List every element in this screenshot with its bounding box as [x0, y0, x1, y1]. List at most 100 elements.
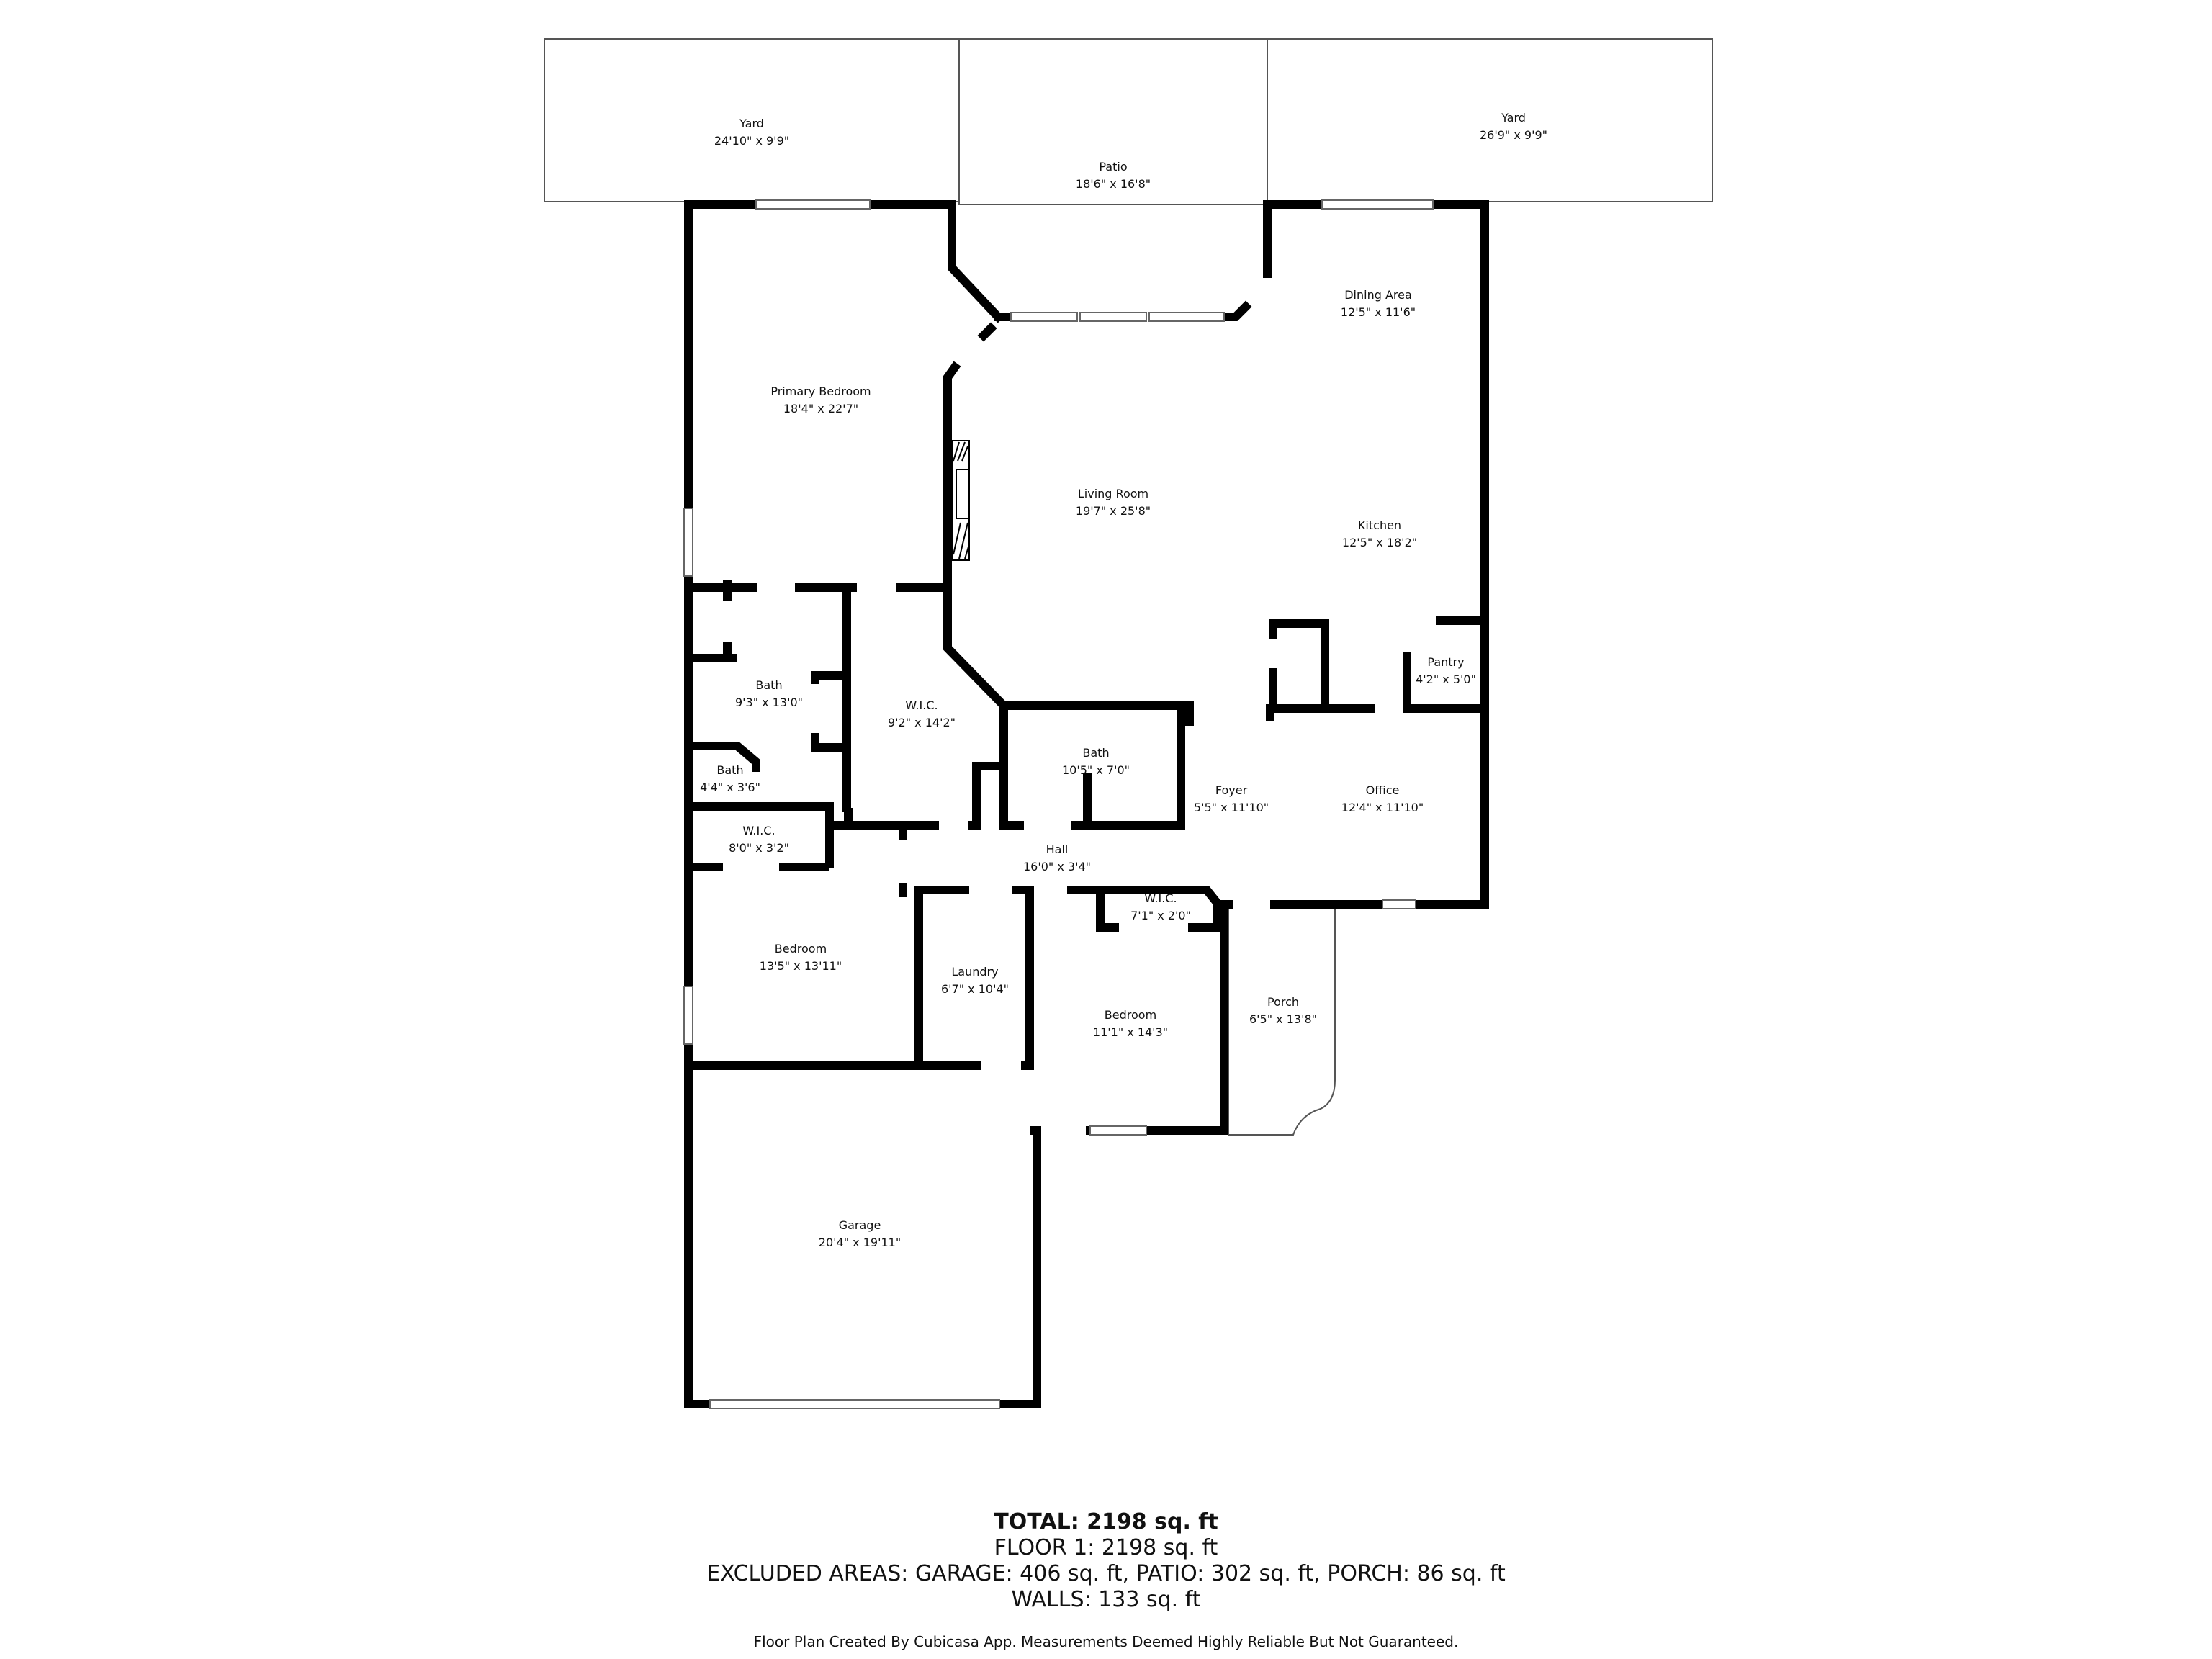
room-dimensions: 18'4" x 22'7" — [783, 402, 859, 415]
room-label-yard-east: Yard 26'9" x 9'9" — [1480, 109, 1547, 144]
room-label-bedroom-west: Bedroom 13'5" x 13'11" — [760, 940, 842, 975]
room-label-hall-bath: Bath 10'5" x 7'0" — [1062, 745, 1130, 779]
wall-bath-wic — [842, 583, 853, 824]
window-office — [1382, 899, 1416, 909]
room-label-primary-bath: Bath 9'3" x 13'0" — [735, 677, 803, 711]
fireplace-hatch — [953, 441, 970, 559]
room-dimensions: 26'9" x 9'9" — [1479, 128, 1548, 142]
room-name: Garage — [838, 1218, 881, 1232]
room-label-living-room: Living Room 19'7" x 25'8" — [1076, 485, 1151, 520]
room-dimensions: 6'5" x 13'8" — [1249, 1012, 1318, 1026]
room-dimensions: 24'10" x 9'9" — [714, 134, 790, 148]
room-label-patio: Patio 18'6" x 16'8" — [1076, 158, 1151, 193]
wall-bay-left-diag — [943, 322, 1010, 712]
room-name: Living Room — [1077, 487, 1149, 500]
window-bedroom-east — [1089, 1125, 1147, 1136]
walls-area: WALLS: 133 sq. ft — [1011, 1587, 1201, 1612]
wall-bath-inner — [684, 580, 737, 662]
room-dimensions: 16'0" x 3'4" — [1022, 860, 1092, 873]
room-name: Dining Area — [1344, 288, 1412, 302]
room-name: Primary Bedroom — [770, 385, 871, 398]
room-dimensions: 10'5" x 7'0" — [1061, 763, 1130, 777]
room-dimensions: 12'4" x 11'10" — [1341, 801, 1424, 814]
total-area: TOTAL: 2198 sq. ft — [994, 1509, 1218, 1534]
wall-wic-bedroom — [1096, 889, 1221, 932]
room-label-wic-bedroom: W.I.C. 7'1" x 2'0" — [1130, 890, 1191, 925]
room-dimensions: 7'1" x 2'0" — [1130, 909, 1191, 922]
room-dimensions: 12'5" x 18'2" — [1341, 536, 1418, 549]
room-name: Foyer — [1215, 783, 1248, 797]
wall-bay — [994, 300, 1252, 321]
room-name: Bedroom — [774, 942, 827, 956]
fireplace — [951, 440, 970, 561]
wall-laundry — [684, 886, 1034, 1070]
room-dimensions: 12'5" x 11'6" — [1340, 305, 1416, 319]
room-name: Yard — [739, 117, 764, 130]
room-name: Office — [1365, 783, 1400, 797]
window-bay-1 — [1010, 312, 1078, 322]
room-label-porch: Porch 6'5" x 13'8" — [1249, 994, 1317, 1028]
room-dimensions: 6'7" x 10'4" — [940, 982, 1010, 996]
wall-small-bath — [684, 742, 760, 772]
room-name: W.I.C. — [1144, 891, 1177, 905]
yard-east-outline — [1267, 38, 1713, 202]
window-primary-west — [683, 508, 693, 577]
room-label-small-bath: Bath 4'4" x 3'6" — [700, 762, 760, 796]
room-dimensions: 18'6" x 16'8" — [1075, 177, 1151, 191]
room-dimensions: 9'2" x 14'2" — [887, 716, 956, 729]
room-dimensions: 5'5" x 11'10" — [1193, 801, 1269, 814]
fireplace-insert — [956, 469, 970, 519]
floor-1-area: FLOOR 1: 2198 sq. ft — [994, 1535, 1218, 1560]
excluded-areas: EXCLUDED AREAS: GARAGE: 406 sq. ft, PATI… — [706, 1561, 1506, 1586]
room-label-office: Office 12'4" x 11'10" — [1341, 782, 1424, 817]
room-label-pantry: Pantry 4'2" x 5'0" — [1416, 654, 1476, 688]
window-primary-top — [755, 199, 871, 210]
room-label-dining-area: Dining Area 12'5" x 11'6" — [1341, 287, 1416, 321]
walls — [684, 200, 1489, 1408]
room-dimensions: 8'0" x 3'2" — [729, 841, 789, 855]
room-dimensions: 4'2" x 5'0" — [1416, 673, 1476, 686]
room-name: Bath — [716, 763, 744, 777]
window-bedroom-west — [683, 986, 693, 1045]
room-label-yard-west: Yard 24'10" x 9'9" — [714, 115, 789, 150]
window-dining-top — [1321, 199, 1434, 210]
wall-hall-bath — [999, 701, 1185, 830]
wall-kitchen-closet — [1269, 619, 1336, 713]
room-name: Patio — [1099, 160, 1128, 174]
wall-hall-bottom — [914, 886, 1489, 909]
room-name: Bath — [1082, 746, 1110, 760]
room-label-primary-wic: W.I.C. 9'2" x 14'2" — [888, 697, 956, 732]
wall-dining — [1263, 200, 1489, 909]
room-name: Pantry — [1427, 655, 1465, 669]
room-dimensions: 11'1" x 14'3" — [1092, 1025, 1169, 1039]
room-name: W.I.C. — [742, 824, 775, 837]
room-dimensions: 4'4" x 3'6" — [700, 781, 760, 794]
wall-pantry — [1266, 616, 1489, 721]
room-dimensions: 9'3" x 13'0" — [734, 696, 804, 709]
wall-bath-bottom — [684, 802, 834, 871]
wall-wic-bottom — [828, 701, 1194, 830]
wall-primary-top — [684, 200, 1004, 323]
room-dimensions: 19'7" x 25'8" — [1075, 504, 1151, 518]
room-name: Laundry — [951, 965, 999, 979]
room-label-laundry: Laundry 6'7" x 10'4" — [941, 963, 1009, 998]
wall-bedroom-east — [1030, 900, 1228, 1408]
room-label-foyer: Foyer 5'5" x 11'10" — [1194, 782, 1269, 817]
windows — [683, 199, 1434, 1409]
room-name: Bath — [755, 678, 783, 692]
porch-outline — [1228, 904, 1336, 1136]
disclaimer: Floor Plan Created By Cubicasa App. Meas… — [753, 1633, 1459, 1650]
window-bay-3 — [1148, 312, 1225, 322]
room-label-wic-west: W.I.C. 8'0" x 3'2" — [729, 822, 789, 857]
room-name: W.I.C. — [905, 698, 938, 712]
room-name: Porch — [1267, 995, 1300, 1009]
garage-door — [709, 1399, 1000, 1409]
room-name: Hall — [1046, 842, 1069, 856]
room-dimensions: 13'5" x 13'11" — [759, 959, 842, 973]
wall-bath-niche — [811, 671, 851, 752]
room-name: Yard — [1501, 111, 1526, 125]
